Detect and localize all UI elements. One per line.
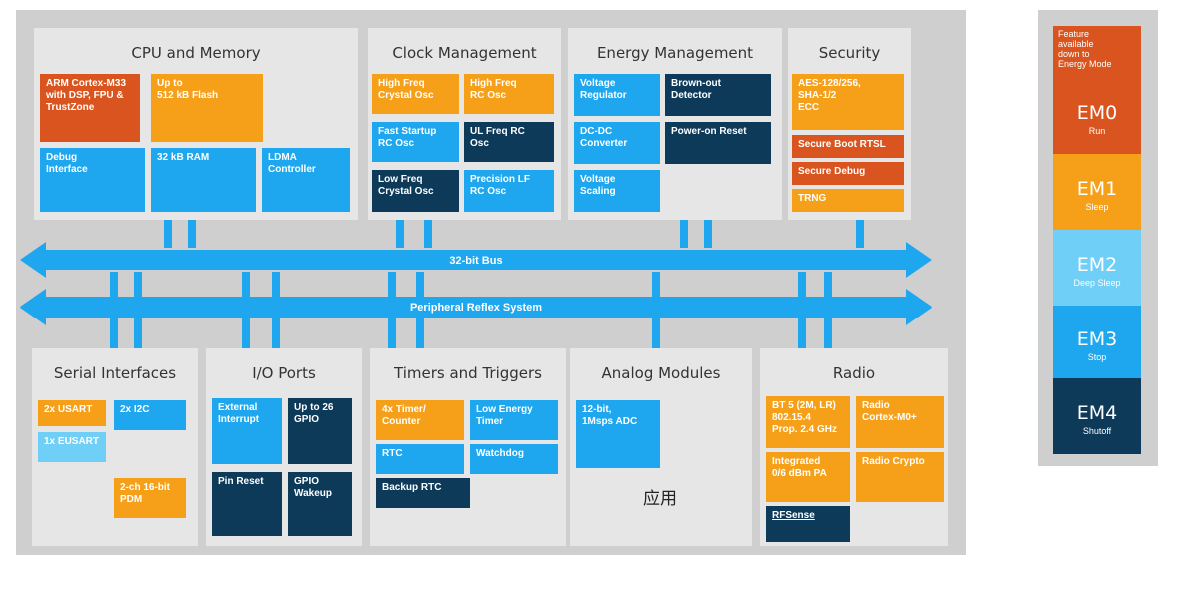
bus-prs-label: Peripheral Reflex System (410, 302, 542, 314)
legend-em2: EM2 Deep Sleep (1053, 230, 1141, 306)
connector (424, 220, 432, 248)
panel-title: I/O Ports (252, 364, 316, 382)
block-gpio: Up to 26 GPIO (288, 398, 352, 464)
block-secure-debug: Secure Debug (792, 162, 904, 185)
panel-title: Clock Management (392, 44, 537, 62)
legend-em2-name: EM2 (1076, 254, 1118, 276)
block-backup-rtc: Backup RTC (376, 478, 470, 508)
legend-em4-name: EM4 (1076, 402, 1118, 424)
block-debug-interface: Debug Interface (40, 148, 145, 212)
panel-io-ports: I/O Ports External Interrupt Up to 26 GP… (206, 348, 362, 546)
block-radio-crypto: Radio Crypto (856, 452, 944, 502)
legend-em3-desc: Stop (1087, 352, 1107, 362)
block-rfsense: RFSense (766, 506, 850, 542)
legend-em3-name: EM3 (1076, 328, 1118, 350)
energy-mode-legend: Feature available down to Energy Mode EM… (1038, 10, 1158, 466)
panel-title: Serial Interfaces (53, 364, 177, 382)
block-trng: TRNG (792, 189, 904, 212)
block-arm-cortex-m33: ARM Cortex-M33 with DSP, FPU & TrustZone (40, 74, 140, 142)
legend-header: Feature available down to Energy Mode (1053, 26, 1141, 78)
annotation-text: 应用 (643, 489, 677, 509)
block-gpio-wakeup: GPIO Wakeup (288, 472, 352, 536)
block-bt5-radio: BT 5 (2M, LR) 802.15.4 Prop. 2.4 GHz (766, 396, 850, 448)
panel-serial-interfaces: Serial Interfaces 2x USART 2x I2C 1x EUS… (32, 348, 198, 546)
legend-em0: EM0 Run (1053, 78, 1141, 154)
panel-cpu-and-memory: CPU and Memory ARM Cortex-M33 with DSP, … (34, 28, 358, 220)
panel-security: Security AES-128/256, SHA-1/2 ECC Secure… (788, 28, 911, 220)
block-i2c: 2x I2C (114, 400, 186, 430)
panel-title: Radio (832, 364, 876, 382)
block-diagram: CPU and Memory ARM Cortex-M33 with DSP, … (16, 10, 966, 555)
legend-em0-name: EM0 (1076, 102, 1118, 124)
block-ul-freq-rc-osc: UL Freq RC Osc (464, 122, 554, 162)
block-aes-sha-ecc: AES-128/256, SHA-1/2 ECC (792, 74, 904, 130)
block-ram: 32 kB RAM (151, 148, 256, 212)
connector (680, 220, 688, 248)
block-external-interrupt: External Interrupt (212, 398, 282, 464)
panel-title: Analog Modules (601, 364, 721, 382)
block-voltage-regulator: Voltage Regulator (574, 74, 660, 116)
panel-timers-and-triggers: Timers and Triggers 4x Timer/ Counter Lo… (370, 348, 566, 546)
block-rtc: RTC (376, 444, 464, 474)
block-brown-out-detector: Brown-out Detector (665, 74, 771, 116)
legend-em3: EM3 Stop (1053, 306, 1141, 378)
bus-32-bit-label: 32-bit Bus (449, 255, 502, 267)
legend-em1: EM1 Sleep (1053, 154, 1141, 230)
block-timer-counter: 4x Timer/ Counter (376, 400, 464, 440)
legend-em4-desc: Shutoff (1082, 426, 1112, 436)
connector (164, 220, 172, 248)
block-precision-lf-rc-osc: Precision LF RC Osc (464, 170, 554, 212)
panel-title: Energy Management (596, 44, 754, 62)
block-secure-boot-rtsl: Secure Boot RTSL (792, 135, 904, 158)
panel-energy-management: Energy Management Voltage Regulator Brow… (568, 28, 782, 220)
connector (188, 220, 196, 248)
block-ldma-controller: LDMA Controller (262, 148, 350, 212)
legend-em2-desc: Deep Sleep (1073, 278, 1121, 288)
panel-title: Security (818, 44, 881, 62)
panel-clock-management: Clock Management High Freq Crystal Osc H… (368, 28, 561, 220)
block-integrated-pa: Integrated 0/6 dBm PA (766, 452, 850, 502)
block-watchdog: Watchdog (470, 444, 558, 474)
block-radio-cortex-m0: Radio Cortex-M0+ (856, 396, 944, 448)
block-low-freq-crystal-osc: Low Freq Crystal Osc (372, 170, 459, 212)
bus-prs-shape (20, 289, 932, 325)
block-adc: 12-bit, 1Msps ADC (576, 400, 660, 468)
legend-em4: EM4 Shutoff (1053, 378, 1141, 454)
bus-32-bit-arrow (20, 242, 932, 278)
panel-title: CPU and Memory (131, 44, 261, 62)
block-pin-reset: Pin Reset (212, 472, 282, 536)
block-dc-dc-converter: DC-DC Converter (574, 122, 660, 164)
block-usart: 2x USART (38, 400, 106, 426)
connector (856, 220, 864, 248)
block-low-energy-timer: Low Energy Timer (470, 400, 558, 440)
panel-title: Timers and Triggers (394, 364, 542, 382)
legend-em0-desc: Run (1088, 126, 1106, 136)
connector (704, 220, 712, 248)
block-high-freq-rc-osc: High Freq RC Osc (464, 74, 554, 114)
block-flash: Up to 512 kB Flash (151, 74, 263, 142)
block-high-freq-crystal-osc: High Freq Crystal Osc (372, 74, 459, 114)
panel-radio: Radio BT 5 (2M, LR) 802.15.4 Prop. 2.4 G… (760, 348, 948, 546)
block-eusart: 1x EUSART (38, 432, 106, 462)
block-pdm: 2-ch 16-bit PDM (114, 478, 186, 518)
legend-em1-name: EM1 (1076, 178, 1118, 200)
panel-analog-modules: Analog Modules 12-bit, 1Msps ADC (570, 348, 752, 546)
block-voltage-scaling: Voltage Scaling (574, 170, 660, 212)
block-power-on-reset: Power-on Reset (665, 122, 771, 164)
legend-em1-desc: Sleep (1085, 202, 1109, 212)
connector (396, 220, 404, 248)
bus-prs: Peripheral Reflex System (20, 289, 932, 325)
block-fast-startup-rc-osc: Fast Startup RC Osc (372, 122, 459, 162)
